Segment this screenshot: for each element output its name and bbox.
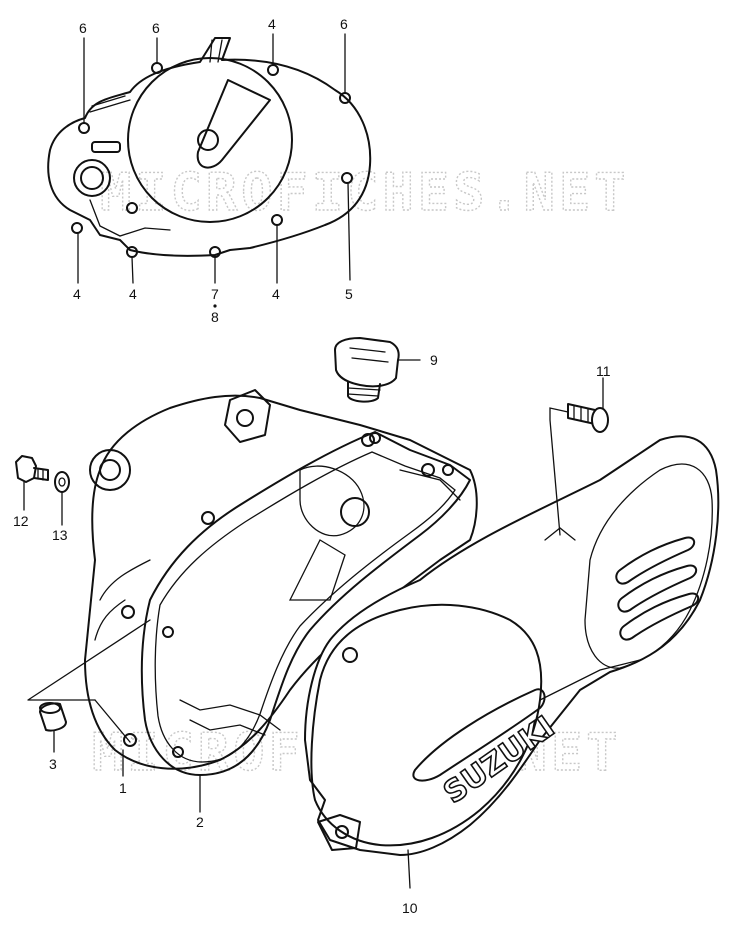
bolt-12 [15,455,49,483]
callout-3: 3 [49,756,57,772]
bottom-leader-lines [23,359,604,889]
callout-12: 12 [13,513,29,529]
callout-6: 6 [152,20,160,36]
dowel-pin-3 [39,702,67,732]
callout-2: 2 [196,814,204,830]
callout-10: 10 [402,900,418,916]
screw-11 [567,403,609,433]
callout-4: 4 [268,16,276,32]
callout-11: 11 [596,363,611,379]
callout-9: 9 [430,352,438,368]
magneto-cover: SUZUKI [304,435,720,856]
top-leader-lines [77,33,351,284]
callout-dot [213,304,217,308]
callout-1: 1 [119,780,127,796]
callout-8: 8 [211,309,219,325]
callout-4: 4 [272,286,280,302]
watermark-top: MICROFICHES.NET [100,163,630,223]
gasket [140,431,471,776]
callout-6: 6 [79,20,87,36]
callout-13: 13 [52,527,68,543]
callout-6: 6 [340,16,348,32]
washer-13 [54,471,70,493]
callout-5: 5 [345,286,353,302]
callout-4: 4 [73,286,81,302]
oil-filler-cap [334,337,400,403]
callout-4: 4 [129,286,137,302]
clutch-cover-top-view [47,37,372,258]
callout-7: 7 [211,286,219,302]
callout-labels: 6 6 4 6 5 4 4 7 8 4 9 11 12 13 3 1 2 10 [13,16,611,916]
